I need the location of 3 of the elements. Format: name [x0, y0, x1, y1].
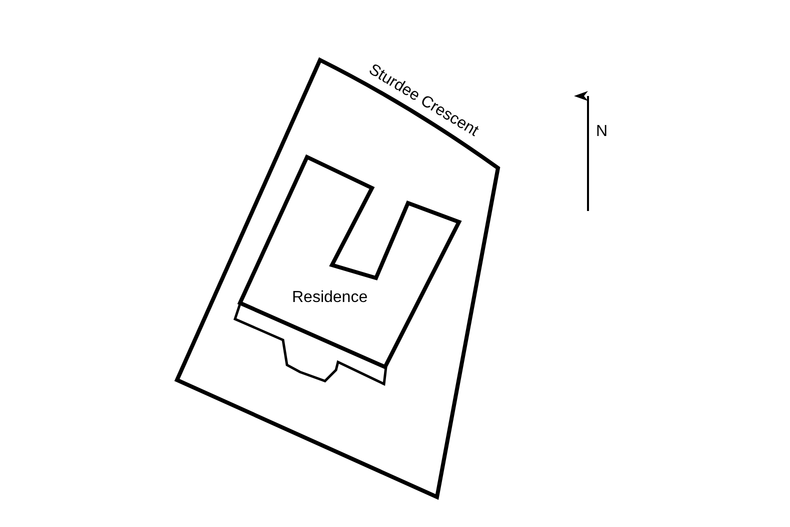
building-label: Residence	[292, 290, 368, 306]
north-label: N	[596, 124, 608, 140]
building-outline	[236, 153, 463, 370]
